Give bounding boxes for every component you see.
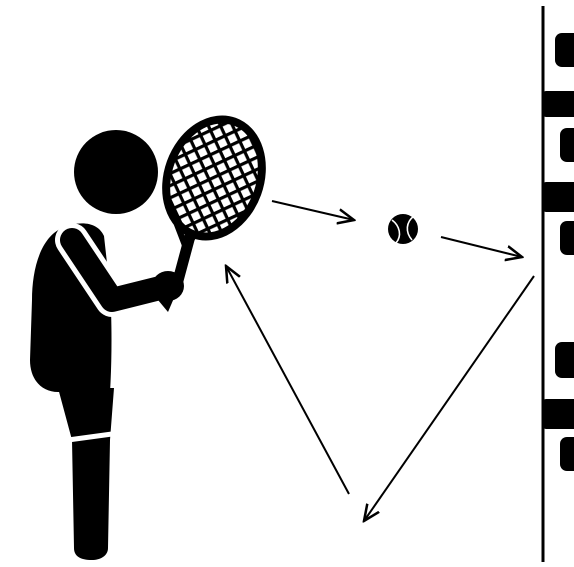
arrow-ball-to-wall xyxy=(441,237,522,257)
tennis-racket-icon xyxy=(150,106,277,288)
arrow-wall-to-floor xyxy=(364,276,534,521)
tennis-ball-icon xyxy=(388,214,418,244)
tennis-player-icon xyxy=(30,130,184,560)
brick-wall-icon xyxy=(543,6,574,562)
player-leg-icon xyxy=(58,388,114,560)
arrow-floor-to-player xyxy=(226,266,349,494)
ball-path-arrows xyxy=(226,201,534,521)
player-head-icon xyxy=(74,130,158,214)
arrow-racket-to-ball xyxy=(272,201,354,220)
